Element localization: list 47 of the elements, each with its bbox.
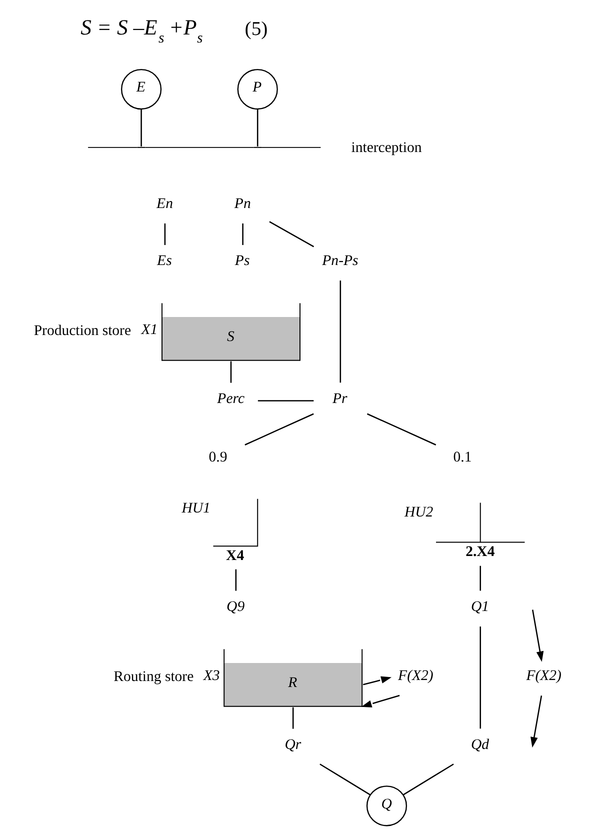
connector — [244, 413, 314, 446]
connector — [257, 400, 314, 402]
node-text: Pr — [332, 391, 347, 408]
node-text: Q9 — [226, 599, 244, 616]
connector — [256, 109, 258, 146]
arrow — [360, 694, 400, 708]
node-label: X3 — [202, 668, 220, 684]
arrow — [532, 610, 544, 662]
node-text: En — [156, 196, 172, 212]
node-circle: E — [120, 68, 162, 110]
label: S = S –E$_{s}$ +P$_{s}$ — [80, 16, 202, 47]
node-text: 0.1 — [452, 449, 472, 466]
node-text: Q1 — [470, 599, 489, 616]
node-text: Qd — [470, 737, 489, 754]
connector — [479, 626, 480, 729]
node-text: F(X2) — [398, 668, 433, 684]
node-label: interception — [350, 140, 422, 156]
connector — [366, 413, 436, 446]
connector — [319, 764, 370, 796]
node-text: HU1 X4 — [181, 500, 244, 564]
node-text: Perc — [216, 391, 244, 408]
connector — [242, 223, 243, 246]
connector — [164, 223, 166, 246]
node-text: Qr — [284, 737, 301, 754]
connector — [292, 707, 294, 729]
label: (5) — [244, 18, 268, 40]
connector — [339, 280, 341, 383]
node-text: Pn — [234, 196, 250, 212]
node-label: X1 — [140, 322, 158, 338]
connector — [234, 569, 236, 591]
node-text: HU2 2.X4 — [404, 504, 494, 560]
connector — [230, 361, 232, 383]
arrow — [530, 696, 542, 748]
connector — [268, 221, 314, 248]
node-text: 0.9 — [208, 449, 227, 466]
connector — [402, 764, 454, 796]
node-label: Production store — [33, 323, 131, 340]
node-circle: P — [236, 68, 278, 110]
node-text: Pn-Ps — [322, 253, 358, 270]
node-text: Es — [156, 253, 172, 270]
connector — [140, 109, 142, 146]
node-text: F(X2) — [526, 668, 561, 684]
connector — [479, 566, 480, 591]
node-circle: Q — [366, 786, 407, 826]
node-label: Routing store — [113, 669, 194, 686]
node-text: Ps — [234, 253, 250, 270]
arrow — [362, 676, 392, 686]
